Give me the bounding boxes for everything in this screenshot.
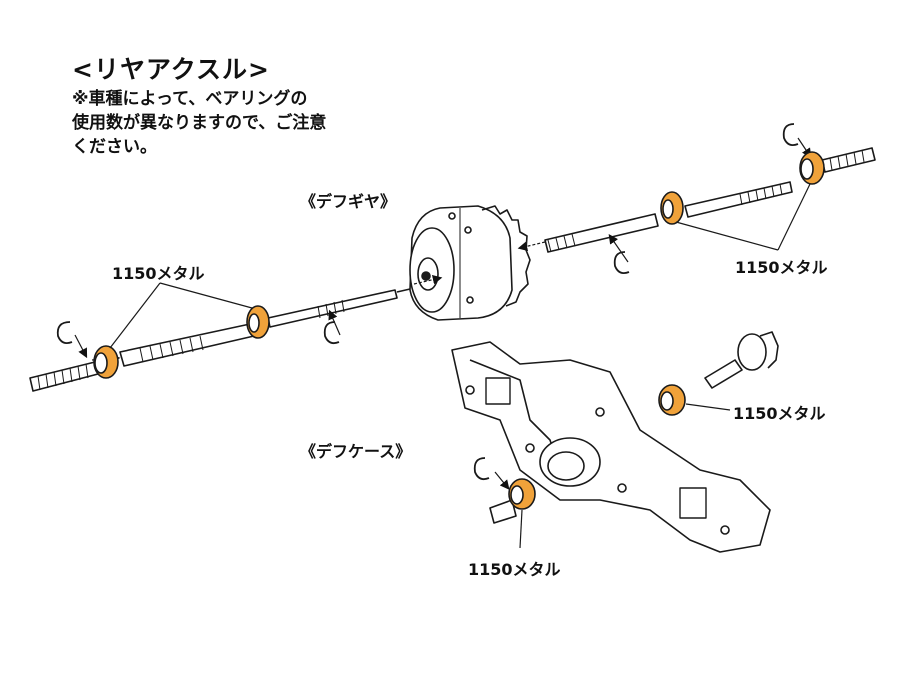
- note-line-2: 使用数が異なりますので、ご注意: [72, 113, 327, 133]
- left-inner-metal: [246, 305, 270, 339]
- e-clips: [56, 123, 799, 481]
- label-left-shaft-metal: 1150メタル: [112, 264, 205, 283]
- case-output-stub: [489, 499, 517, 524]
- differential-case: [451, 341, 771, 553]
- label-right-shaft-metal: 1150メタル: [735, 258, 828, 277]
- leader-lines: [109, 183, 811, 549]
- left-outer-metal: [93, 345, 119, 379]
- case-upper-metal: [658, 384, 686, 416]
- section-label-differential-gear: 《デフギヤ》: [300, 192, 397, 211]
- note-line-3: ください。: [72, 137, 157, 157]
- metal-bushings: [93, 151, 825, 510]
- case-lower-metal: [508, 478, 536, 510]
- right-outer-metal: [799, 151, 825, 185]
- left-drive-shaft: [29, 288, 411, 392]
- differential-gear: [409, 205, 531, 321]
- right-inner-metal: [660, 191, 684, 225]
- section-label-differential-case: 《デフケース》: [300, 442, 412, 461]
- page-title: <リヤアクスル>: [72, 55, 270, 84]
- right-drive-shaft: [544, 147, 876, 253]
- note-line-1: ※車種によって、ベアリングの: [72, 89, 308, 109]
- label-case-upper-metal: 1150メタル: [733, 404, 826, 423]
- pinion-gear: [704, 331, 779, 389]
- label-case-lower-metal: 1150メタル: [468, 560, 561, 579]
- assembly-arrows: [74, 137, 812, 490]
